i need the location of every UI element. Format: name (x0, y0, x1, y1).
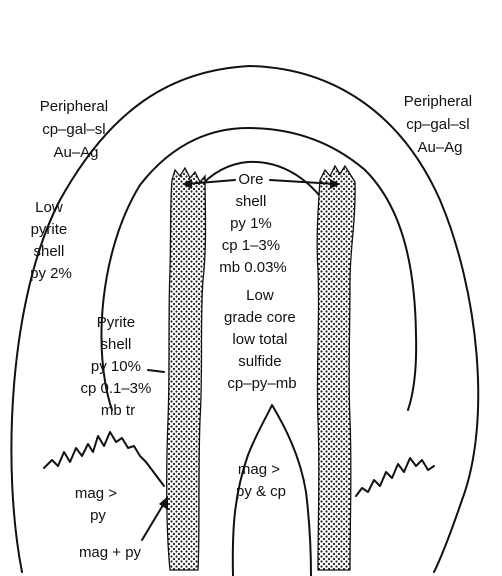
mag-plus-py-label: mag + py (79, 544, 142, 561)
low-pyrite-shell-label: Low pyrite shell py 2% (30, 199, 72, 282)
ore-zone-left (167, 168, 206, 570)
magnetite-front-left (44, 432, 164, 486)
mag-left-label: mag > py (75, 485, 121, 524)
magnetite-front-right (356, 458, 434, 496)
mag-inner-label: mag > py & cp (236, 461, 286, 500)
ore-zone-right (317, 166, 355, 570)
peripheral-left-label: Peripheral cp–gal–sl Au–Ag (40, 98, 113, 161)
pyrite-shell-label: Pyrite shell py 10% cp 0.1–3% mb tr (80, 314, 155, 419)
low-grade-core-label: Low grade core low total sulfide cp–py–m… (224, 287, 300, 392)
peripheral-right-label: Peripheral cp–gal–sl Au–Ag (404, 93, 477, 156)
ore-shell-label: Ore shell py 1% cp 1–3% mb 0.03% (219, 171, 287, 276)
pyrite-shell-leader (148, 370, 164, 372)
